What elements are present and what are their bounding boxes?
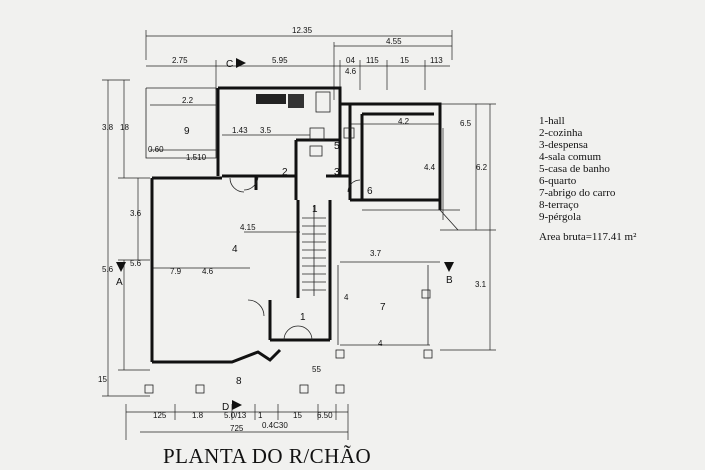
plan-title: PLANTA DO R/CHÃO xyxy=(163,444,371,468)
dim-r7-4b: 4 xyxy=(378,339,383,348)
dim-r9-sub2: 0.60 xyxy=(148,145,164,154)
dim-bot-0: 0.4C30 xyxy=(262,421,288,430)
dim-r6-width: 4.2 xyxy=(398,117,410,126)
room-label-8: 8 xyxy=(236,376,242,387)
dim-bot-18: 1.8 xyxy=(192,411,204,420)
dim-right-upper: 6.2 xyxy=(476,163,488,172)
section-mark-a: A xyxy=(116,277,123,288)
dim-top-b: 5.95 xyxy=(272,56,288,65)
legend-item: 9-pérgola xyxy=(539,211,581,223)
dim-bot-1: 1 xyxy=(258,411,263,420)
section-mark-c: C xyxy=(226,59,233,70)
dim-r9-sub: 1.510 xyxy=(186,153,207,162)
dim-r7-37: 3.7 xyxy=(370,249,382,258)
dim-left-56b: 5.6 xyxy=(130,259,142,268)
legend-item: 2-cozinha xyxy=(539,127,582,139)
dim-top-c: 04 xyxy=(346,56,355,65)
dim-top-a: 2.75 xyxy=(172,56,188,65)
legend-item: 1-hall xyxy=(539,115,565,127)
dim-left-56: 5.6 xyxy=(102,265,114,274)
room-label-1-upper: 1 xyxy=(312,204,318,215)
dim-left-18: 18 xyxy=(120,123,129,132)
room-label-6: 6 xyxy=(367,186,373,197)
room-label-7: 7 xyxy=(380,302,386,313)
room-legend: 1-hall 2-cozinha 3-despensa 4-sala comum… xyxy=(539,115,637,243)
dim-r1-55: 55 xyxy=(312,365,321,374)
dimension-labels: 12.35 4.55 2.75 5.95 04 115 15 113 4.6 2… xyxy=(98,26,488,433)
dim-right-total: 3.1 xyxy=(475,280,487,289)
dim-r9-width: 2.2 xyxy=(182,96,194,105)
dim-r2-a: 1.43 xyxy=(232,126,248,135)
dim-r6-right: 6.5 xyxy=(460,119,472,128)
section-markers: C A B D xyxy=(116,58,454,413)
staircase xyxy=(302,205,326,296)
dim-bot-725: 725 xyxy=(230,424,244,433)
legend-item: 7-abrigo do carro xyxy=(539,187,616,199)
dim-top-total: 12.35 xyxy=(292,26,313,35)
room-label-4: 4 xyxy=(232,244,238,255)
columns xyxy=(144,289,433,394)
dim-top-g: 4.6 xyxy=(345,67,357,76)
legend-item: 3-despensa xyxy=(539,139,588,151)
room-label-3: 3 xyxy=(334,167,340,178)
legend-item: 4-sala comum xyxy=(539,151,601,163)
section-mark-d: D xyxy=(222,402,229,413)
walls xyxy=(145,86,460,364)
dim-bot-5: 5.0/13 xyxy=(224,411,247,420)
room-label-9: 9 xyxy=(184,126,190,137)
dim-top-e: 15 xyxy=(400,56,409,65)
room-label-2: 2 xyxy=(282,167,288,178)
legend-item: 5-casa de banho xyxy=(539,163,610,175)
dim-left-36: 3.6 xyxy=(130,209,142,218)
room-labels: 1 2 3 4 5 6 7 8 9 1 xyxy=(184,126,386,387)
dim-r2-b: 3.5 xyxy=(260,126,272,135)
doors xyxy=(229,175,361,341)
dim-r6-height: 4.4 xyxy=(424,163,436,172)
dim-bot-125: 125 xyxy=(153,411,167,420)
dim-r4-46: 4.6 xyxy=(202,267,214,276)
dim-bot-15: 15 xyxy=(293,411,302,420)
dimension-lines xyxy=(102,30,496,440)
kitchen-fixtures xyxy=(256,91,355,157)
gross-area-label: Area bruta=117.41 m² xyxy=(539,231,637,243)
legend-item: 8-terraço xyxy=(539,199,579,211)
room-label-1: 1 xyxy=(300,312,306,323)
section-mark-b: B xyxy=(446,275,453,286)
dim-r4-79: 7.9 xyxy=(170,267,182,276)
dim-r7-4: 4 xyxy=(344,293,349,302)
dim-bot-650: 6.50 xyxy=(317,411,333,420)
dim-r4-415: 4.15 xyxy=(240,223,256,232)
dim-left-38: 3.8 xyxy=(102,123,114,132)
legend-item: 6-quarto xyxy=(539,175,577,187)
dim-top-d: 115 xyxy=(366,56,379,65)
dim-top-right: 4.55 xyxy=(386,37,402,46)
dim-left-15: 15 xyxy=(98,375,107,384)
room-label-5: 5 xyxy=(334,141,340,152)
dim-top-f: 113 xyxy=(430,56,443,65)
